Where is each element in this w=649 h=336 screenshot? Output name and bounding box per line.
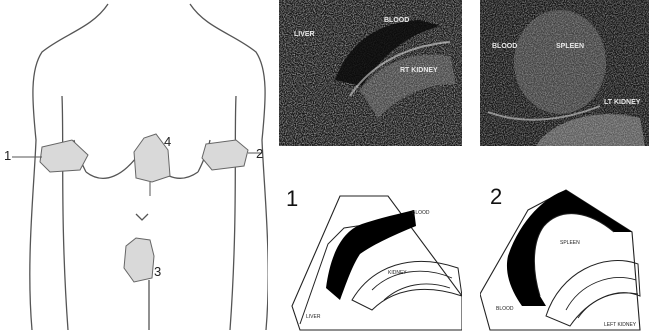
schematic-1-label-kidney: KIDNEY — [388, 270, 407, 276]
ultrasound-image-2: BLOOD SPLEEN LT KIDNEY — [480, 0, 649, 146]
probe-3 — [124, 238, 154, 282]
us2-label-blood: BLOOD — [492, 43, 517, 50]
schematic-1: 1 BLOOD KIDNEY LIVER — [279, 146, 462, 336]
right-arm-inner — [230, 96, 236, 330]
probe-2 — [202, 140, 262, 170]
ultrasound-image-1: LIVER BLOOD RT KIDNEY — [279, 0, 462, 146]
probe-label-3: 3 — [154, 264, 161, 279]
us1-label-blood: BLOOD — [384, 17, 409, 24]
probe-label-1: 1 — [4, 148, 11, 163]
us1-label-liver: LIVER — [294, 31, 315, 38]
schematic-1-number: 1 — [286, 186, 298, 211]
panel-gap-left — [268, 0, 279, 336]
schematic-2-label-kidney: LEFT KIDNEY — [604, 322, 637, 328]
probe-label-2: 2 — [256, 146, 263, 161]
schematic-2-label-spleen: SPLEEN — [560, 240, 580, 246]
probe-label-4: 4 — [164, 134, 171, 149]
schematic-2: 2 SPLEEN BLOOD LEFT KIDNEY — [480, 146, 649, 336]
us2-label-spleen: SPLEEN — [556, 43, 584, 50]
schematic-2-label-blood: BLOOD — [496, 306, 514, 312]
us2-spleen-echo — [514, 10, 606, 114]
us1-label-kidney: RT KIDNEY — [400, 67, 438, 74]
schematic-1-label-blood: BLOOD — [412, 210, 430, 216]
us2-label-kidney: LT KIDNEY — [604, 99, 641, 106]
schematic-2-number: 2 — [490, 184, 502, 209]
navel-mark — [136, 214, 148, 220]
probe-1 — [12, 140, 88, 172]
panel-gap — [462, 0, 480, 336]
schematic-1-label-liver: LIVER — [306, 314, 321, 320]
left-arm-inner — [62, 96, 68, 330]
